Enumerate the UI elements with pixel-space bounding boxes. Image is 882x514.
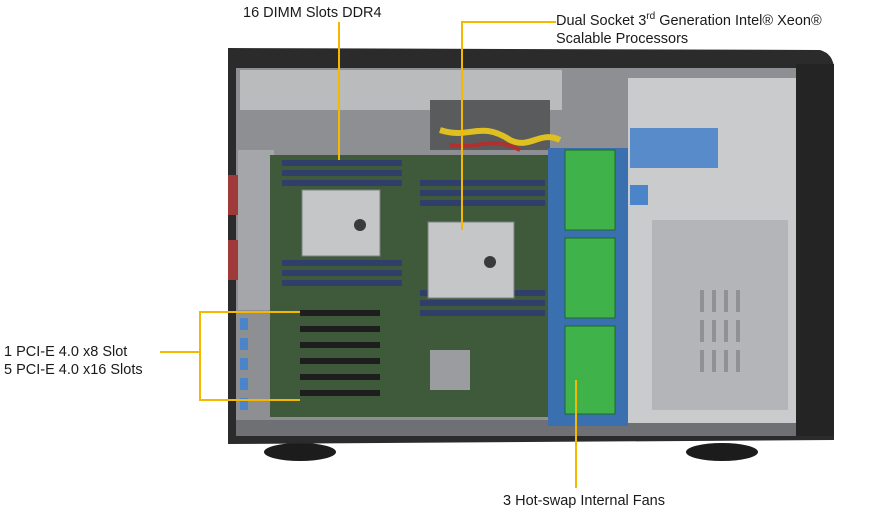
pcie-slots xyxy=(300,310,380,396)
pcie-label-line1: 1 PCI-E 4.0 x8 Slot xyxy=(4,344,128,360)
blue-bracket-mid xyxy=(630,185,648,205)
pcie-label-line2: 5 PCI-E 4.0 x16 Slots xyxy=(4,362,143,378)
pcie-label: 1 PCI-E 4.0 x8 Slot 5 PCI-E 4.0 x16 Slot… xyxy=(4,343,143,379)
fan-2 xyxy=(564,237,616,319)
foot-left xyxy=(264,443,336,461)
red-fan-edge-2 xyxy=(228,240,238,280)
cpu-label: Dual Socket 3rd Generation Intel® Xeon® … xyxy=(556,8,822,48)
chassis-floor xyxy=(236,420,796,436)
callout-cpu xyxy=(461,21,556,230)
callout-pcie xyxy=(160,311,300,353)
blue-bracket-top xyxy=(630,128,718,168)
cpu-label-line1-pre: Dual Socket 3 xyxy=(556,12,647,29)
heatsink-label-2 xyxy=(484,256,496,268)
cables-red xyxy=(449,141,521,152)
vent-slots xyxy=(700,290,740,372)
red-fan-edge-1 xyxy=(228,175,238,215)
left-wall xyxy=(238,150,274,310)
front-panel xyxy=(796,64,834,436)
dimm-label: 16 DIMM Slots DDR4 xyxy=(243,5,382,21)
heatsink-cpu2 xyxy=(427,221,515,299)
callout-pcie-lower xyxy=(199,352,300,401)
fan-3 xyxy=(564,325,616,415)
foot-right xyxy=(686,443,758,461)
fan-1 xyxy=(564,149,616,231)
cpu-label-line2: Scalable Processors xyxy=(556,30,689,47)
fans-label: 3 Hot-swap Internal Fans xyxy=(503,493,665,509)
pcie-bracket-clips xyxy=(240,318,248,410)
cpu-label-line1-post: Generation Intel® Xeon® xyxy=(655,12,822,29)
heatsink-label-1 xyxy=(354,219,366,231)
drive-cage-inner xyxy=(652,220,788,410)
cpu-label-sup: rd xyxy=(646,11,656,22)
heatsink-cpu1 xyxy=(301,189,381,257)
chipset xyxy=(430,350,470,390)
